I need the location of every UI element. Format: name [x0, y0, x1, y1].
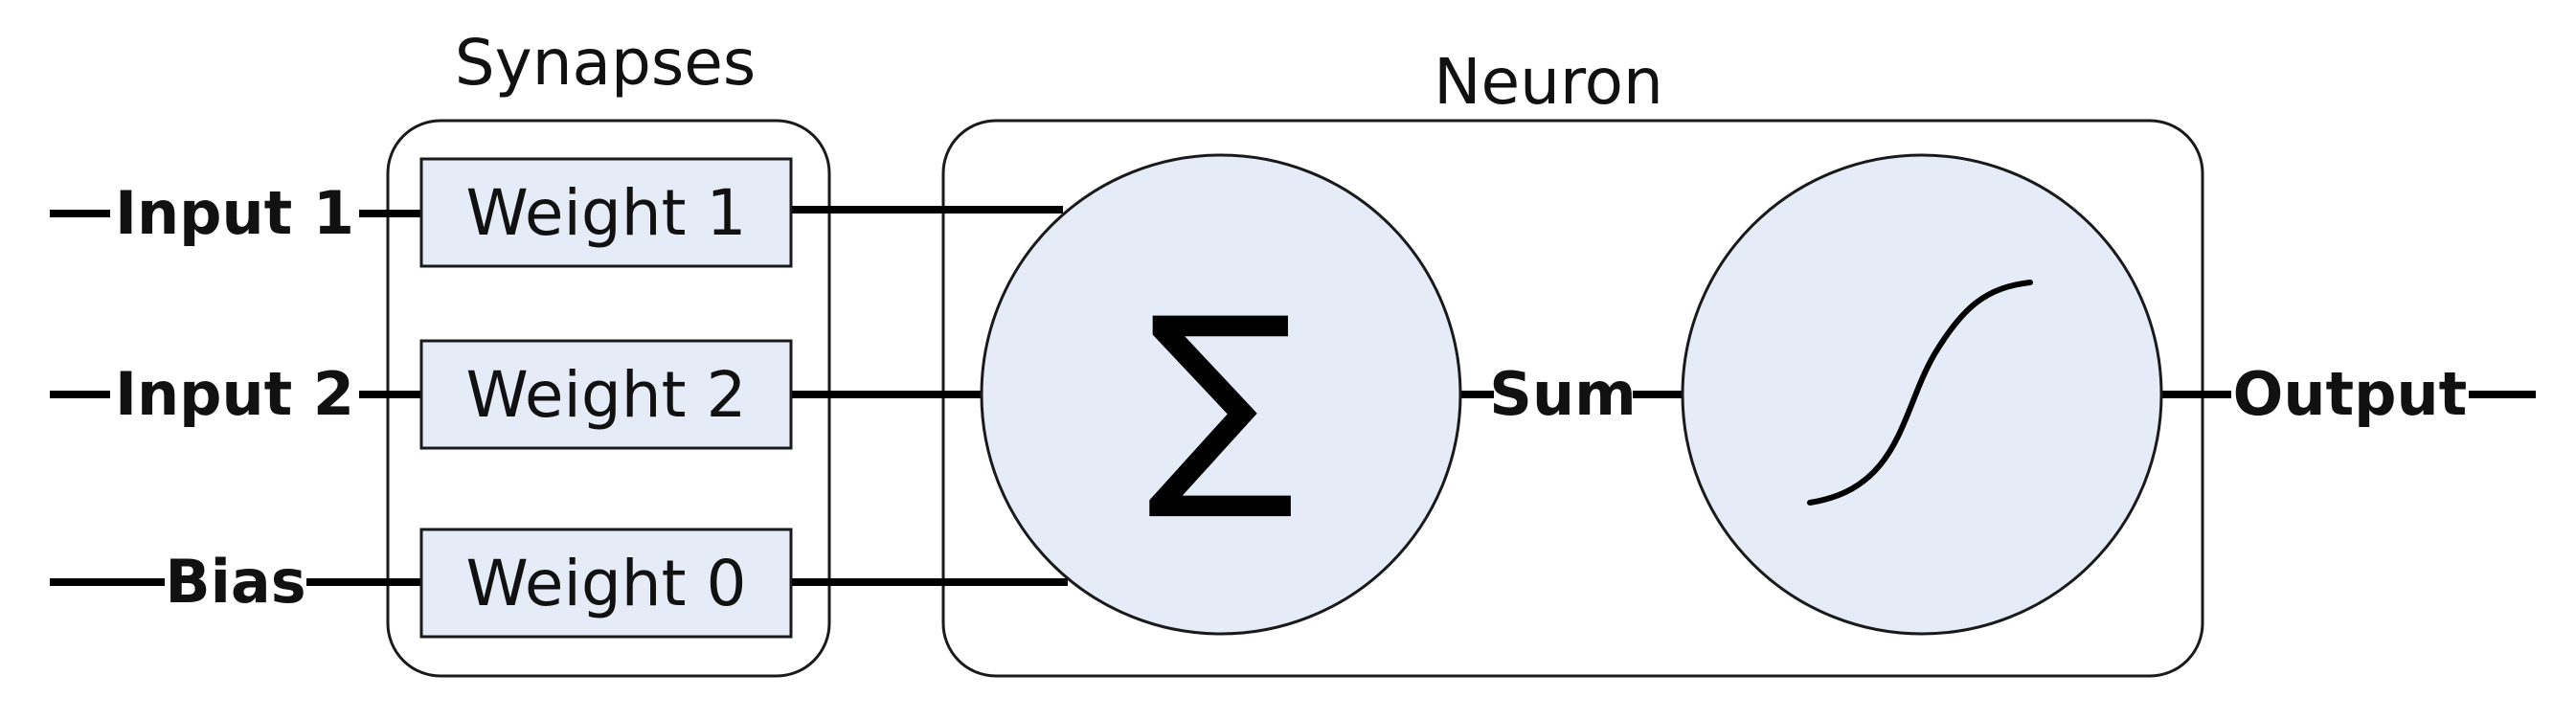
synapses-title: Synapses [455, 26, 757, 100]
activation-node [1681, 153, 2163, 636]
sigmoid-curve-icon [1807, 280, 2033, 506]
bias-label: Bias [165, 547, 305, 617]
output-label: Output [2233, 359, 2468, 429]
neuron-title: Neuron [1434, 45, 1663, 119]
sigma-symbol: ∑ [1147, 271, 1296, 527]
weight-1-label: Weight 1 [466, 176, 747, 250]
weight-2-label: Weight 2 [466, 358, 747, 432]
input-2-label: Input 2 [115, 359, 354, 429]
weight-0-box [419, 528, 793, 639]
weight-0-label: Weight 0 [466, 547, 747, 620]
summation-node [980, 153, 1462, 636]
input-1-label: Input 1 [115, 178, 354, 248]
sum-label: Sum [1489, 359, 1636, 429]
weight-1-box [419, 157, 793, 268]
weight-2-box [419, 339, 793, 450]
